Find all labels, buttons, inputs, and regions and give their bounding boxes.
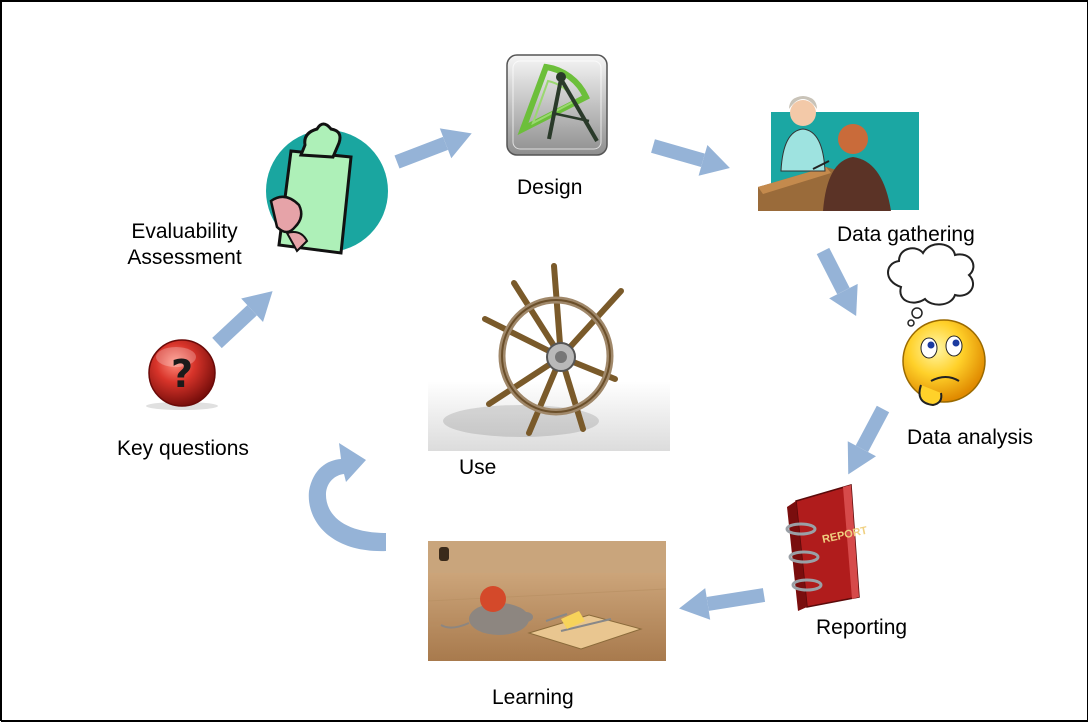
mouse-trap-photo bbox=[427, 541, 667, 661]
label-evaluability-assessment: Evaluability Assessment bbox=[117, 219, 252, 272]
label-data-gathering: Data gathering bbox=[837, 223, 975, 246]
arrow-design-to-data-gathering bbox=[651, 139, 730, 176]
label-evaluability-line2: Assessment bbox=[127, 246, 242, 270]
interview-people-icon bbox=[758, 96, 919, 211]
arrow-evaluability-to-design bbox=[394, 128, 472, 169]
arrow-data-analysis-to-reporting bbox=[847, 405, 890, 475]
question-mark-icon: ? bbox=[146, 339, 218, 410]
drafting-compass-icon bbox=[506, 54, 608, 156]
label-learning: Learning bbox=[492, 686, 574, 709]
label-evaluability-line1: Evaluability bbox=[131, 220, 238, 243]
cycle-arrows bbox=[212, 128, 890, 620]
label-design: Design bbox=[517, 176, 583, 199]
report-binder-icon: REPORT bbox=[785, 484, 869, 611]
label-reporting: Reporting bbox=[816, 616, 908, 639]
curved-arrow-learning-to-use bbox=[308, 443, 386, 552]
clipboard-icon bbox=[266, 122, 388, 255]
label-key-questions: Key questions bbox=[117, 437, 249, 460]
label-use: Use bbox=[459, 456, 497, 479]
svg-text:?: ? bbox=[171, 352, 193, 396]
arrow-data-gathering-to-data-analysis bbox=[816, 247, 858, 317]
label-data-analysis: Data analysis bbox=[907, 426, 1034, 449]
arrow-key-questions-to-evaluability bbox=[212, 291, 273, 349]
thinking-smiley-icon bbox=[887, 243, 986, 407]
arrow-reporting-to-learning bbox=[679, 588, 766, 620]
ships-wheel-icon bbox=[428, 263, 670, 451]
